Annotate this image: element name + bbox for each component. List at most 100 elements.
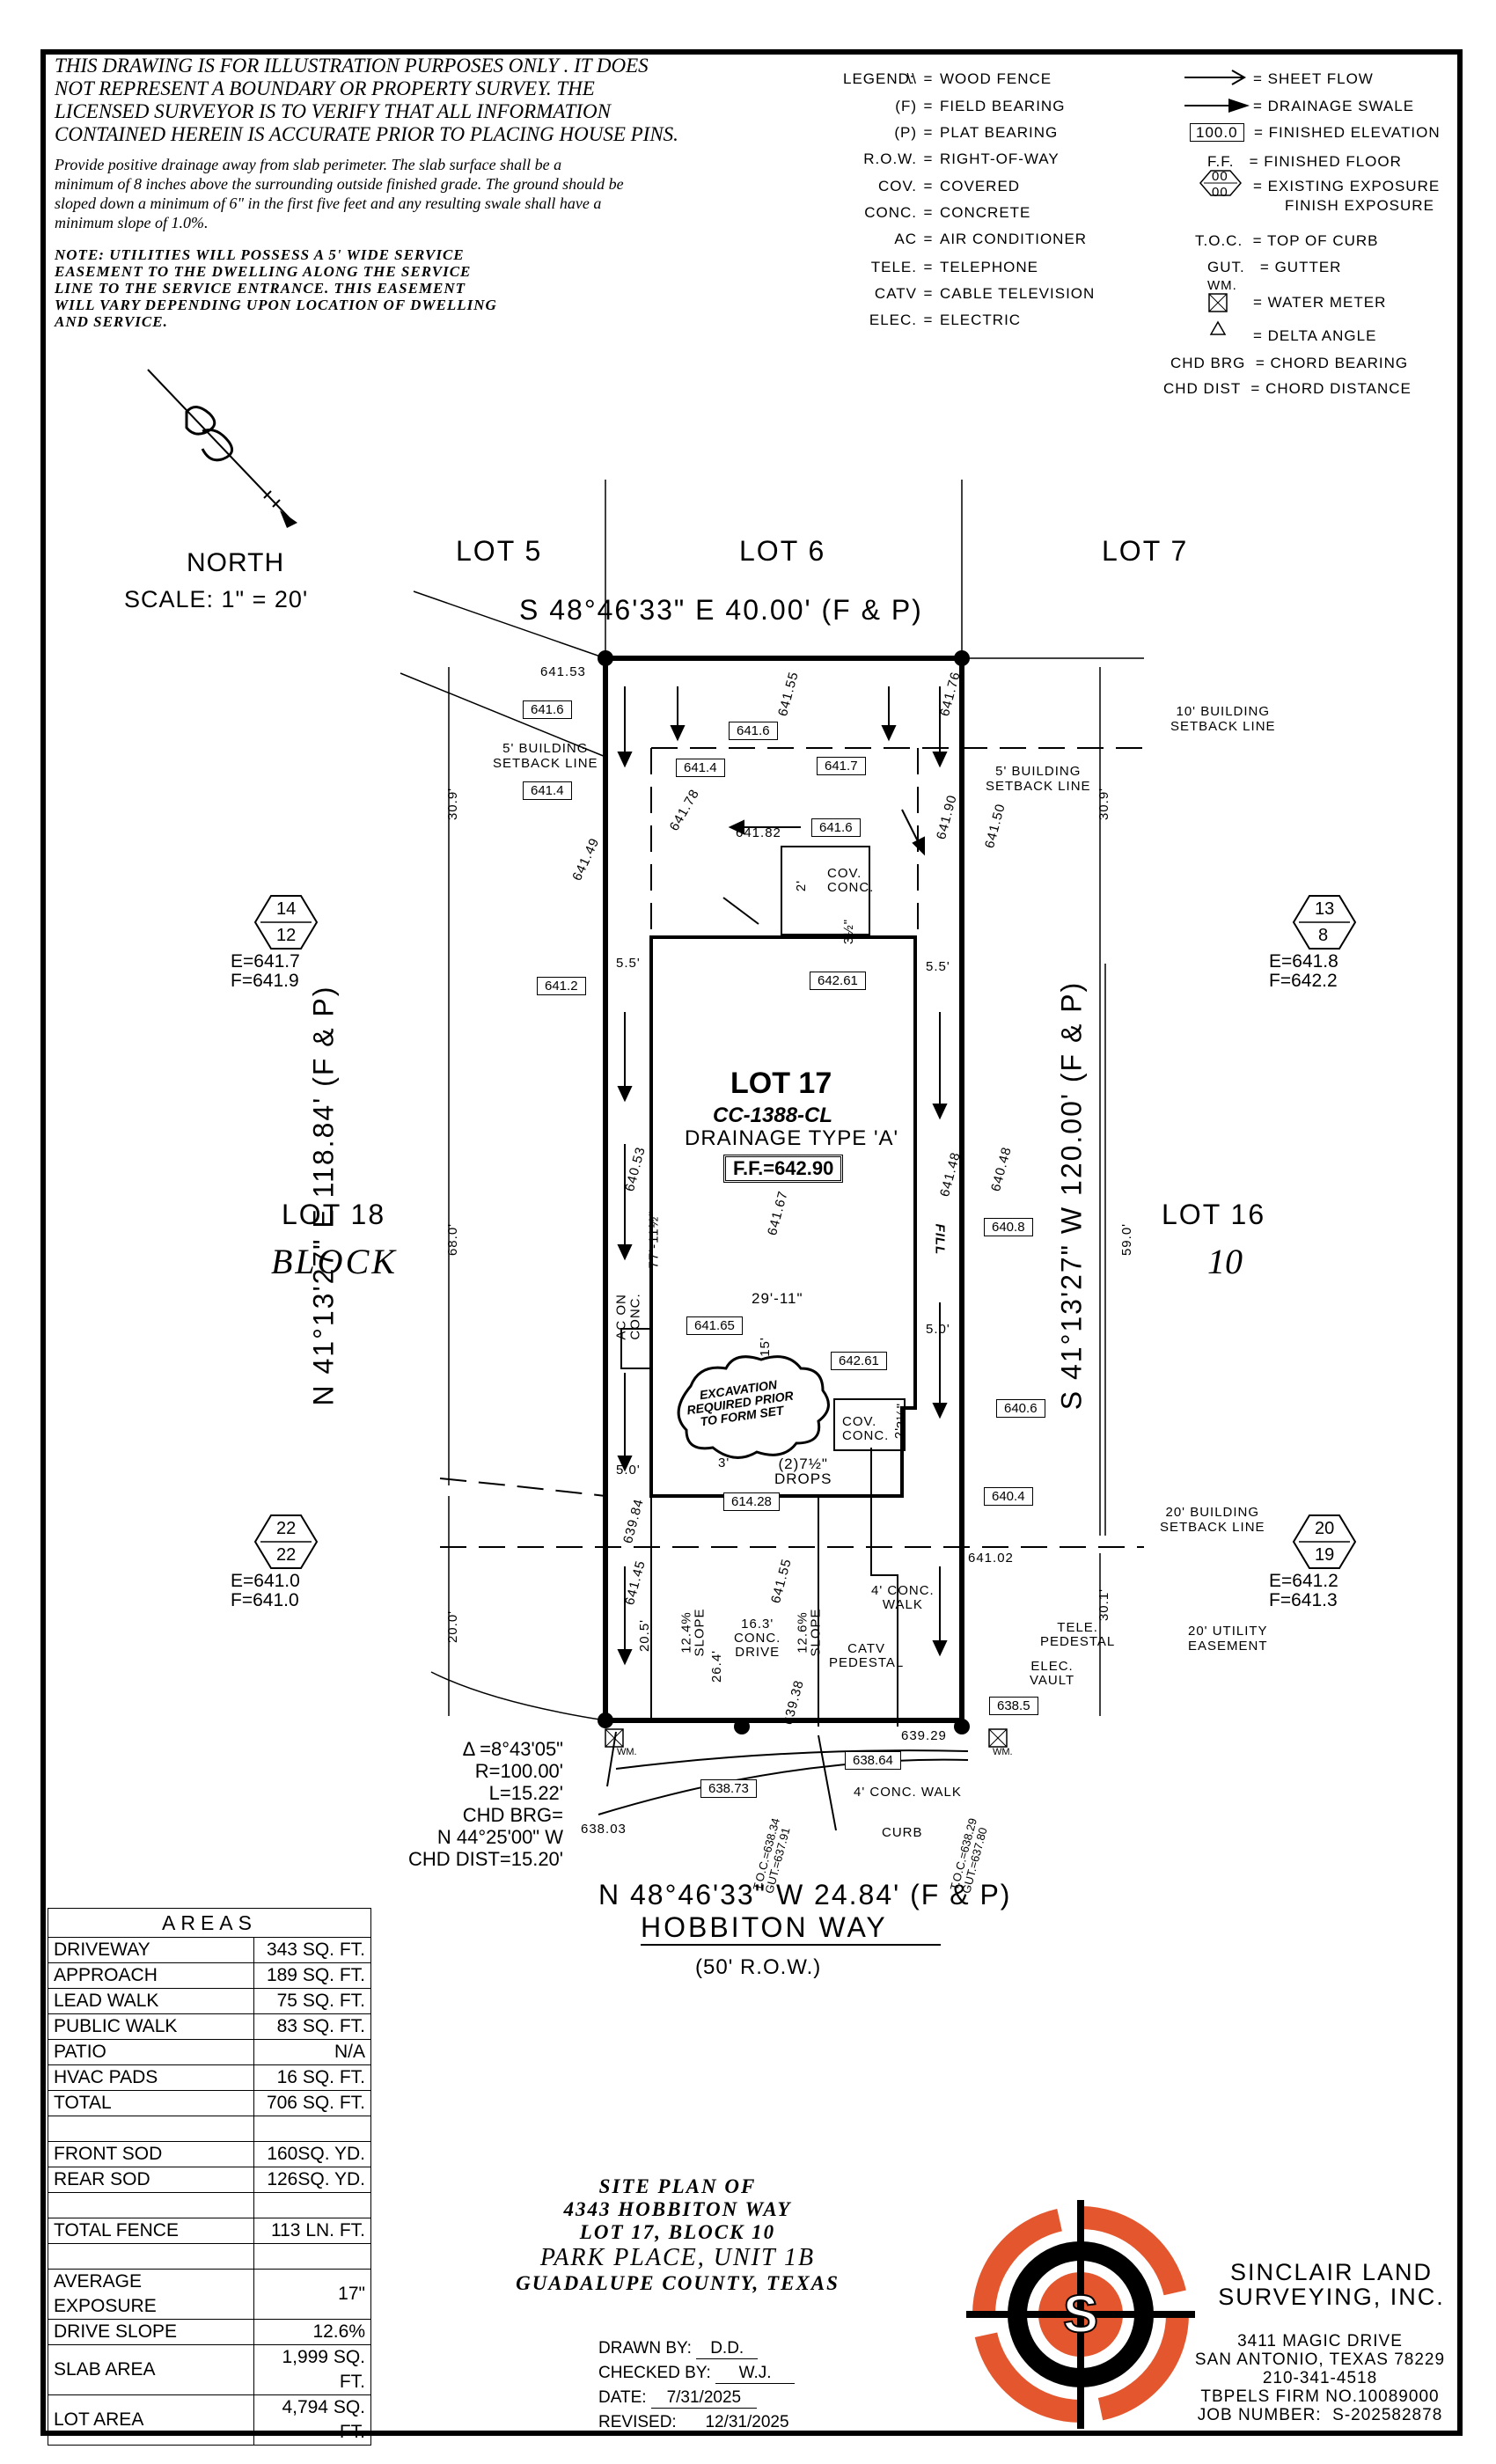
fill-label: FILL	[932, 1223, 948, 1256]
elevation-text: 641.53	[540, 664, 586, 679]
lot-16-label: LOT 16	[1162, 1199, 1266, 1230]
legend-desc: CABLE TELEVISION	[940, 285, 1096, 302]
label-line: 16.3'	[741, 1617, 774, 1632]
areas-label: LEAD WALK	[48, 1988, 254, 2014]
label: REVISED:	[598, 2413, 677, 2431]
label-line: SLOPE	[808, 1608, 824, 1657]
exposure-e: E=641.8	[1269, 951, 1338, 972]
slope-right-label: 12.6%SLOPE	[796, 1608, 824, 1657]
legend-symbols	[1184, 70, 1250, 335]
legend-desc: PLAT BEARING	[940, 124, 1059, 141]
dim-label: 20.0'	[445, 1610, 461, 1644]
fe-box: 100.0	[1190, 123, 1244, 142]
title-line: PARK PLACE, UNIT 1B	[539, 2244, 816, 2271]
tele-pedestal-label: TELE.PEDESTAL	[1040, 1621, 1115, 1649]
elevation-text: 639.29	[901, 1728, 947, 1743]
label-line: 12.4%	[678, 1611, 694, 1654]
label-line: SLOPE	[692, 1608, 708, 1657]
water-meter-symbol	[1208, 293, 1228, 312]
legend-title: LEGEND:	[843, 70, 915, 87]
areas-label: PUBLIC WALK	[48, 2013, 254, 2040]
lot-17-boundary	[603, 656, 964, 1724]
dim-label: 30.1'	[1096, 1588, 1112, 1622]
slope-left-label: 12.4%SLOPE	[678, 1608, 708, 1657]
curve-line: Δ =8°43'05"	[462, 1738, 563, 1760]
sidewalk-line	[615, 1749, 969, 1770]
legend-abbr: T.O.C.	[1195, 232, 1243, 249]
delta-symbol	[1209, 320, 1227, 335]
label-line: WALK	[882, 1597, 923, 1612]
legend-row: CONC.=CONCRETE	[811, 204, 1030, 222]
label-line: TELE.	[1057, 1620, 1098, 1635]
elevation-box: 640.8	[984, 1218, 1033, 1236]
dim-label: 5.0'	[616, 1463, 641, 1478]
dim-label: 2'	[892, 1426, 908, 1440]
property-pin	[598, 1712, 613, 1728]
legend-finished-floor: F.F. = FINISHED FLOOR	[1207, 153, 1402, 170]
drainage-line: minimum slope of 1.0%.	[55, 214, 209, 231]
legend-equals: =	[923, 312, 934, 328]
areas-label: APPROACH	[48, 1962, 254, 1989]
exposure-finish: 22	[276, 1545, 297, 1565]
legend-row: COV.=COVERED	[811, 178, 1020, 195]
elevation-text: 638.03	[581, 1822, 627, 1837]
lead-walk	[870, 1448, 898, 1727]
exposure-e: E=641.0	[231, 1571, 300, 1591]
exposure-existing: 13	[1315, 899, 1335, 919]
areas-label	[48, 2243, 254, 2270]
legend-finished-elevation: 100.0 = FINISHED ELEVATION	[1190, 123, 1441, 142]
exposure-existing: 20	[1315, 1519, 1335, 1538]
exposure-finish: 19	[1315, 1545, 1335, 1565]
wm-label: WM.	[993, 1747, 1013, 1757]
legend-row: AC=AIR CONDITIONER	[811, 231, 1087, 248]
label-line: SETBACK LINE	[1170, 719, 1276, 734]
dim-label: 68.0'	[445, 1222, 461, 1257]
legend-text: FINISHED FLOOR	[1264, 153, 1402, 170]
legend-equals: =	[923, 259, 934, 275]
elevation-box: 641.2	[537, 977, 586, 995]
legend-abbr: TELE.	[870, 259, 917, 275]
bearing-right: S 41°13'27" W 120.00' (F & P)	[1055, 980, 1088, 1411]
exposure-f: F=642.2	[1269, 971, 1338, 991]
dim-label: 2'	[794, 879, 810, 892]
areas-label	[48, 2192, 254, 2218]
utility-note: NOTE: UTILITIES WILL POSSESS A 5' WIDE S…	[55, 246, 583, 330]
legend-text: GUTTER	[1274, 259, 1342, 275]
legend-row: (F)=FIELD BEARING	[811, 98, 1065, 115]
areas-label: AVERAGE EXPOSURE	[48, 2269, 254, 2320]
elevation-box: 614.28	[723, 1492, 780, 1511]
label-line: 5' BUILDING	[995, 764, 1082, 779]
title-line: GUADALUPE COUNTY, TEXAS	[516, 2272, 840, 2294]
drainage-type: DRAINAGE TYPE 'A'	[685, 1126, 899, 1150]
legend-desc: RIGHT-OF-WAY	[940, 150, 1060, 167]
legend-text: WATER METER	[1267, 294, 1387, 311]
label-line: CATV	[847, 1641, 886, 1656]
areas-value: N/A	[253, 2039, 371, 2065]
disclaimer-line: CONTAINED HEREIN IS ACCURATE PRIOR TO PL…	[55, 123, 678, 145]
areas-label: LOT AREA	[48, 2394, 254, 2446]
areas-value: 343 SQ. FT.	[253, 1937, 371, 1963]
legend-drainage-swale: = DRAINAGE SWALE	[1253, 98, 1415, 114]
legend-row: TELE.=TELEPHONE	[811, 259, 1038, 276]
legend-desc: ELECTRIC	[940, 312, 1022, 328]
areas-label: TOTAL	[48, 2090, 254, 2116]
cov-conc-top: COV.CONC.	[827, 867, 874, 895]
exposure-existing: 14	[276, 899, 297, 919]
areas-value: 17"	[253, 2269, 371, 2320]
areas-value: 706 SQ. FT.	[253, 2090, 371, 2116]
title-line: 4343 HOBBITON WAY	[563, 2198, 792, 2220]
areas-value: 83 SQ. FT.	[253, 2013, 371, 2040]
utility-line: LINE TO THE SERVICE ENTRANCE. THIS EASEM…	[55, 280, 466, 297]
utility-line: WILL VARY DEPENDING UPON LOCATION OF DWE…	[55, 297, 497, 313]
dim-label: 30.9'	[445, 787, 461, 821]
elevation-text: 641.02	[968, 1551, 1014, 1566]
property-pin	[598, 650, 613, 666]
utility-line: EASEMENT TO THE DWELLING ALONG THE SERVI…	[55, 263, 472, 280]
areas-label: TOTAL FENCE	[48, 2218, 254, 2244]
